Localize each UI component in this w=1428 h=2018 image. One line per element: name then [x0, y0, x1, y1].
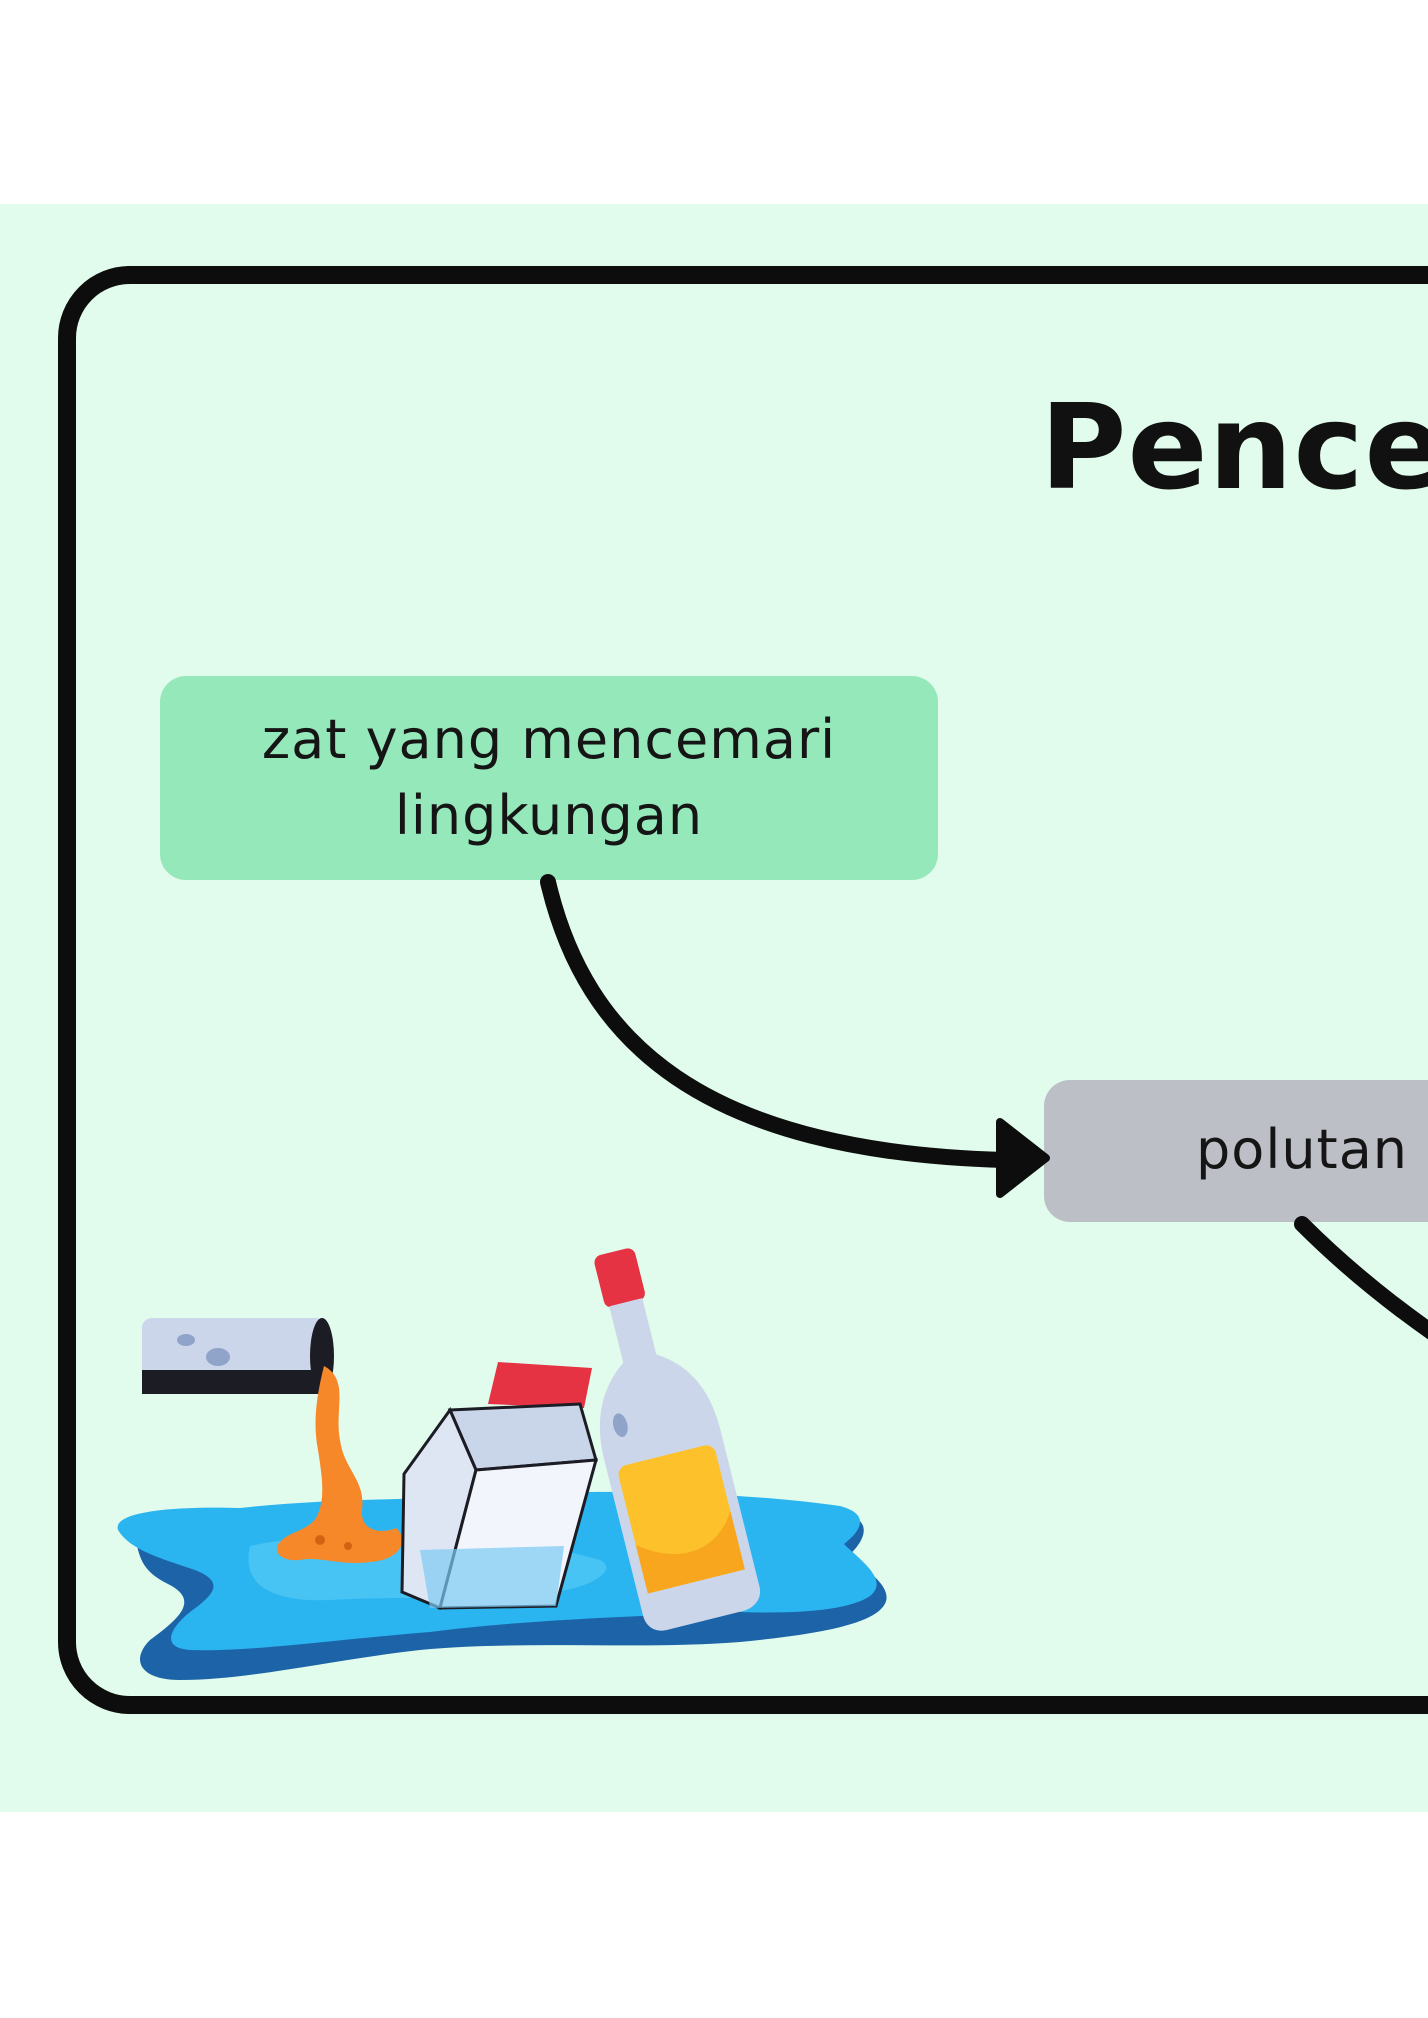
bottle-neck — [609, 1298, 657, 1365]
definition-line-1: zat yang mencemari — [261, 708, 837, 771]
pipe-dot-2 — [206, 1348, 230, 1366]
bottle-cap — [594, 1248, 645, 1308]
connector-arrow-line — [540, 874, 1013, 1168]
diagram-title: Pencer — [1040, 378, 1428, 516]
bottle-label-shade — [635, 1511, 745, 1594]
polutan-node-label: polutan — [1196, 1118, 1409, 1181]
connector-outgoing-line — [1294, 1216, 1428, 1340]
definition-node-label: zat yang mencemari lingkungan — [262, 702, 836, 854]
pollution-illustration — [117, 1248, 887, 1680]
diagram-frame — [58, 266, 1428, 1714]
pipe-shadow — [142, 1370, 326, 1394]
definition-node: zat yang mencemari lingkungan — [160, 676, 938, 880]
definition-line-2: lingkungan — [394, 784, 704, 847]
carton-icon — [400, 1362, 599, 1611]
bottle-icon — [594, 1248, 761, 1631]
bottle-highlight — [612, 1413, 628, 1437]
polutan-node: polutan — [1044, 1080, 1428, 1222]
carton-cap — [488, 1362, 592, 1408]
liquid-stream — [276, 1366, 403, 1563]
liquid-bubble-2 — [344, 1542, 352, 1550]
liquid-bubble-1 — [315, 1535, 325, 1545]
pipe-dot-1 — [177, 1334, 195, 1346]
carton-submerged — [420, 1546, 564, 1608]
arrow-head-icon — [996, 1118, 1050, 1198]
